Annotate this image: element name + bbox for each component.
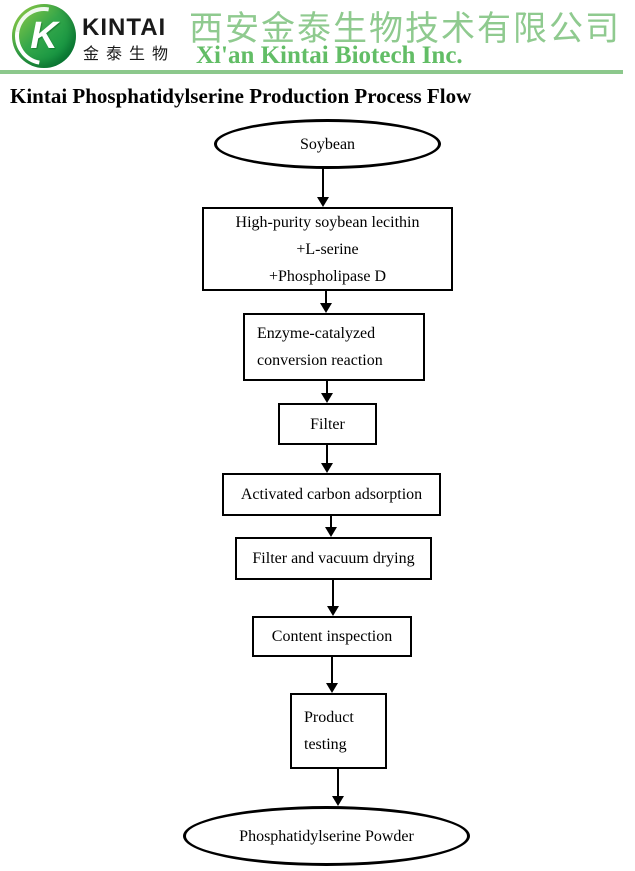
flow-node-raw-materials: High-purity soybean lecithin +L-serine +… — [202, 207, 453, 291]
flow-node-label: Activated carbon adsorption — [240, 486, 423, 503]
flow-arrow-2 — [319, 291, 333, 313]
flow-node-product-testing: Product testing — [290, 693, 387, 769]
flow-arrow-8 — [331, 769, 345, 806]
header-divider — [0, 70, 623, 74]
flow-node-carbon-adsorption: Activated carbon adsorption — [222, 473, 441, 516]
company-name-english: Xi'an Kintai Biotech Inc. — [196, 42, 463, 69]
flow-node-label: +L-serine — [296, 240, 359, 258]
flow-node-content-inspection: Content inspection — [252, 616, 412, 657]
flow-node-label: Phosphatidylserine Powder — [239, 827, 414, 845]
flow-node-label: High-purity soybean lecithin — [235, 213, 420, 231]
flow-node-label: Filter — [310, 415, 345, 433]
flow-node-vacuum-drying: Filter and vacuum drying — [235, 537, 432, 580]
flow-node-ps-powder: Phosphatidylserine Powder — [183, 806, 470, 866]
flow-arrow-5 — [324, 516, 338, 537]
flow-arrow-7 — [325, 657, 339, 693]
flow-arrow-4 — [320, 445, 334, 473]
brand-name-chinese: 金泰生物 — [83, 46, 176, 63]
flow-node-label: conversion reaction — [257, 352, 383, 369]
flow-node-label: Enzyme-catalyzed — [257, 325, 376, 342]
flow-node-label: Product — [304, 709, 354, 726]
flow-node-label: Soybean — [299, 135, 356, 153]
flow-node-label: Content inspection — [271, 628, 393, 645]
flow-node-label: +Phospholipase D — [268, 267, 387, 285]
flow-node-enzyme-conversion: Enzyme-catalyzed conversion reaction — [243, 313, 425, 381]
flow-node-filter: Filter — [278, 403, 377, 445]
flow-node-label: testing — [304, 736, 347, 753]
company-name-chinese: 西安金泰生物技术有限公司 — [189, 10, 621, 48]
flow-arrow-6 — [326, 580, 340, 616]
kintai-logo-icon: K — [12, 4, 76, 68]
flow-node-label: Filter and vacuum drying — [252, 550, 415, 567]
logo-monogram: K — [30, 14, 58, 57]
flow-node-soybean: Soybean — [214, 119, 441, 169]
page-title: Kintai Phosphatidylserine Production Pro… — [10, 84, 472, 108]
flow-arrow-1 — [316, 168, 330, 207]
flow-arrow-3 — [320, 381, 334, 403]
brand-name: KINTAI — [82, 14, 167, 41]
